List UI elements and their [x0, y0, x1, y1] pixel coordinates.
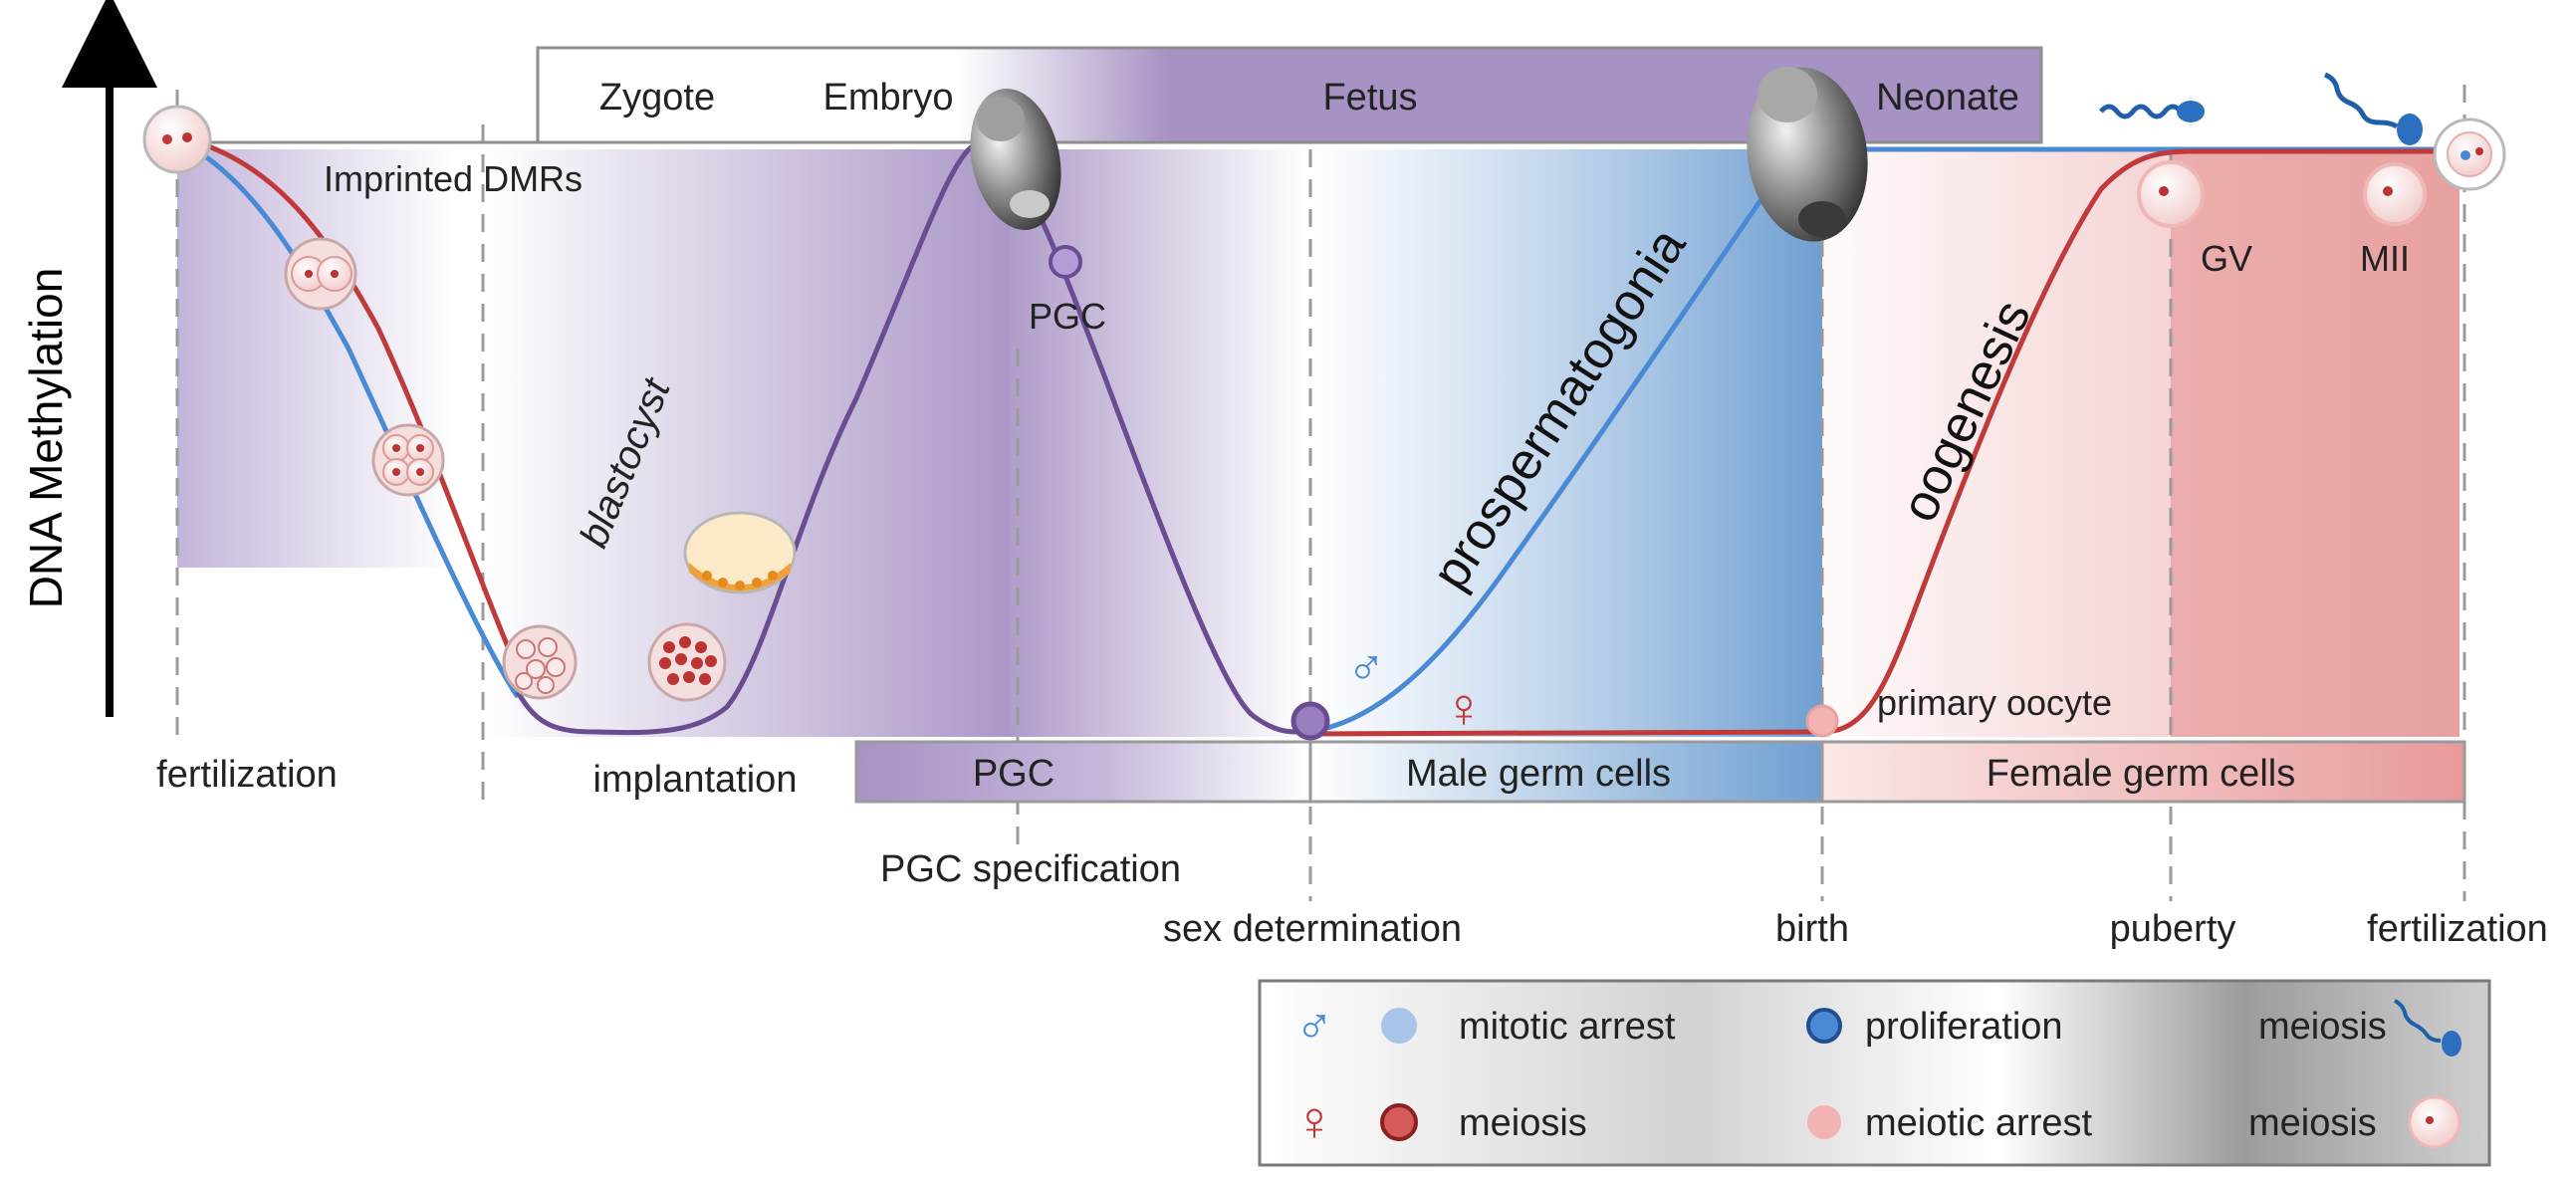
- embryo-curve: [515, 144, 1311, 736]
- y-axis: DNA Methylation: [20, 0, 157, 717]
- legend-meiosis-male-label: meiosis: [2258, 1006, 2387, 1048]
- legend-box: [1258, 979, 2491, 1167]
- pgc-shade: [1011, 149, 1309, 737]
- event-fertilization-2: fertilization: [2367, 908, 2548, 950]
- female-germ-bar: [1820, 740, 2466, 804]
- event-labels: fertilization implantation PGC specifica…: [156, 754, 2548, 950]
- male-germ-bar-label: Male germ cells: [1406, 753, 1671, 795]
- germ-cell-bars: PGC Male germ cells Female germ cells: [854, 740, 2466, 804]
- imprinted-dmrs-label: Imprinted DMRs: [324, 158, 583, 199]
- sperm-icon-fertilization: [2323, 72, 2423, 145]
- legend-male-symbol: ♂: [1295, 998, 1334, 1056]
- pgc-label: PGC: [1029, 296, 1106, 337]
- female-symbol: ♀: [1443, 676, 1485, 739]
- stage-fetus: Fetus: [1322, 77, 1417, 118]
- legend-proliferation-label: proliferation: [1865, 1006, 2063, 1048]
- mii-label: MII: [2360, 238, 2410, 279]
- stage-zygote: Zygote: [599, 77, 715, 118]
- legend-proliferation-dot: [1806, 1008, 1842, 1044]
- gv-oocyte-cell: [2137, 160, 2205, 228]
- legend: ♂ ♀ mitotic arrest proliferation meiosis…: [1258, 979, 2491, 1167]
- blastocyst-cell: [683, 511, 797, 594]
- legend-meiotic-arrest-label: meiotic arrest: [1865, 1102, 2092, 1144]
- maternal-zygote-curve: [188, 136, 531, 694]
- event-puberty: puberty: [2110, 908, 2236, 950]
- female-curve: [1309, 148, 2469, 737]
- embryo-shade: [483, 149, 1011, 737]
- legend-mitotic-arrest-label: mitotic arrest: [1459, 1006, 1676, 1048]
- methylation-curves: [175, 136, 2469, 737]
- fertilized-egg-cell: [2433, 118, 2506, 191]
- legend-sperm-icon: [2394, 999, 2461, 1057]
- paternal-zygote-curve: [175, 136, 521, 699]
- gv-label: GV: [2201, 238, 2252, 279]
- legend-oocyte-icon: [2408, 1095, 2461, 1149]
- event-guides: [175, 85, 2466, 901]
- y-axis-label: DNA Methylation: [20, 268, 72, 609]
- morula-cell: [502, 624, 578, 700]
- event-sex-determination: sex determination: [1163, 908, 1462, 950]
- pgc-bar-label: PGC: [973, 753, 1054, 795]
- four-cell-embryo: [371, 423, 445, 497]
- stage-embryo: Embryo: [823, 77, 954, 118]
- male-shade: [1309, 149, 1822, 737]
- sperm-icons: [2099, 72, 2423, 145]
- legend-meiotic-arrest-dot: [1807, 1105, 1841, 1139]
- embryo-images: [970, 67, 1868, 242]
- sperm-icon-puberty: [2099, 101, 2205, 122]
- legend-meiosis-female-dot: [1380, 1103, 1418, 1141]
- two-cell-embryo: [284, 237, 357, 311]
- event-pgc-specification: PGC specification: [880, 848, 1181, 890]
- embryo-image-early: [970, 88, 1061, 231]
- event-birth: birth: [1775, 908, 1849, 950]
- primary-oocyte-label: primary oocyte: [1877, 682, 2112, 723]
- pgc-bar: [854, 740, 1312, 804]
- embryo-image-late: [1747, 67, 1868, 242]
- female-dark-shade: [2171, 149, 2459, 737]
- male-germ-bar: [1308, 740, 1824, 804]
- zygote-cell: [142, 105, 212, 174]
- cells: [142, 105, 2506, 741]
- event-implantation: implantation: [593, 759, 798, 801]
- legend-mitotic-arrest-dot: [1381, 1008, 1417, 1044]
- pgc-cell-lower: [1049, 245, 1082, 279]
- legend-meiosis-female-label: meiosis: [1459, 1102, 1587, 1144]
- female-germ-bar-label: Female germ cells: [1987, 753, 2295, 795]
- primary-oocyte-cell: [1805, 704, 1839, 738]
- legend-female-symbol: ♀: [1293, 1089, 1335, 1152]
- stage-neonate: Neonate: [1876, 77, 2019, 118]
- legend-meiosis-oocyte-label: meiosis: [2248, 1102, 2377, 1144]
- sex-determination-cell: [1290, 701, 1330, 741]
- mii-oocyte-cell: [2363, 162, 2427, 226]
- background-regions: [177, 149, 2459, 737]
- male-symbol: ♂: [1347, 639, 1386, 697]
- event-fertilization: fertilization: [156, 754, 338, 796]
- dense-morula-cell: [647, 622, 727, 702]
- fertilization-shade: [177, 149, 456, 568]
